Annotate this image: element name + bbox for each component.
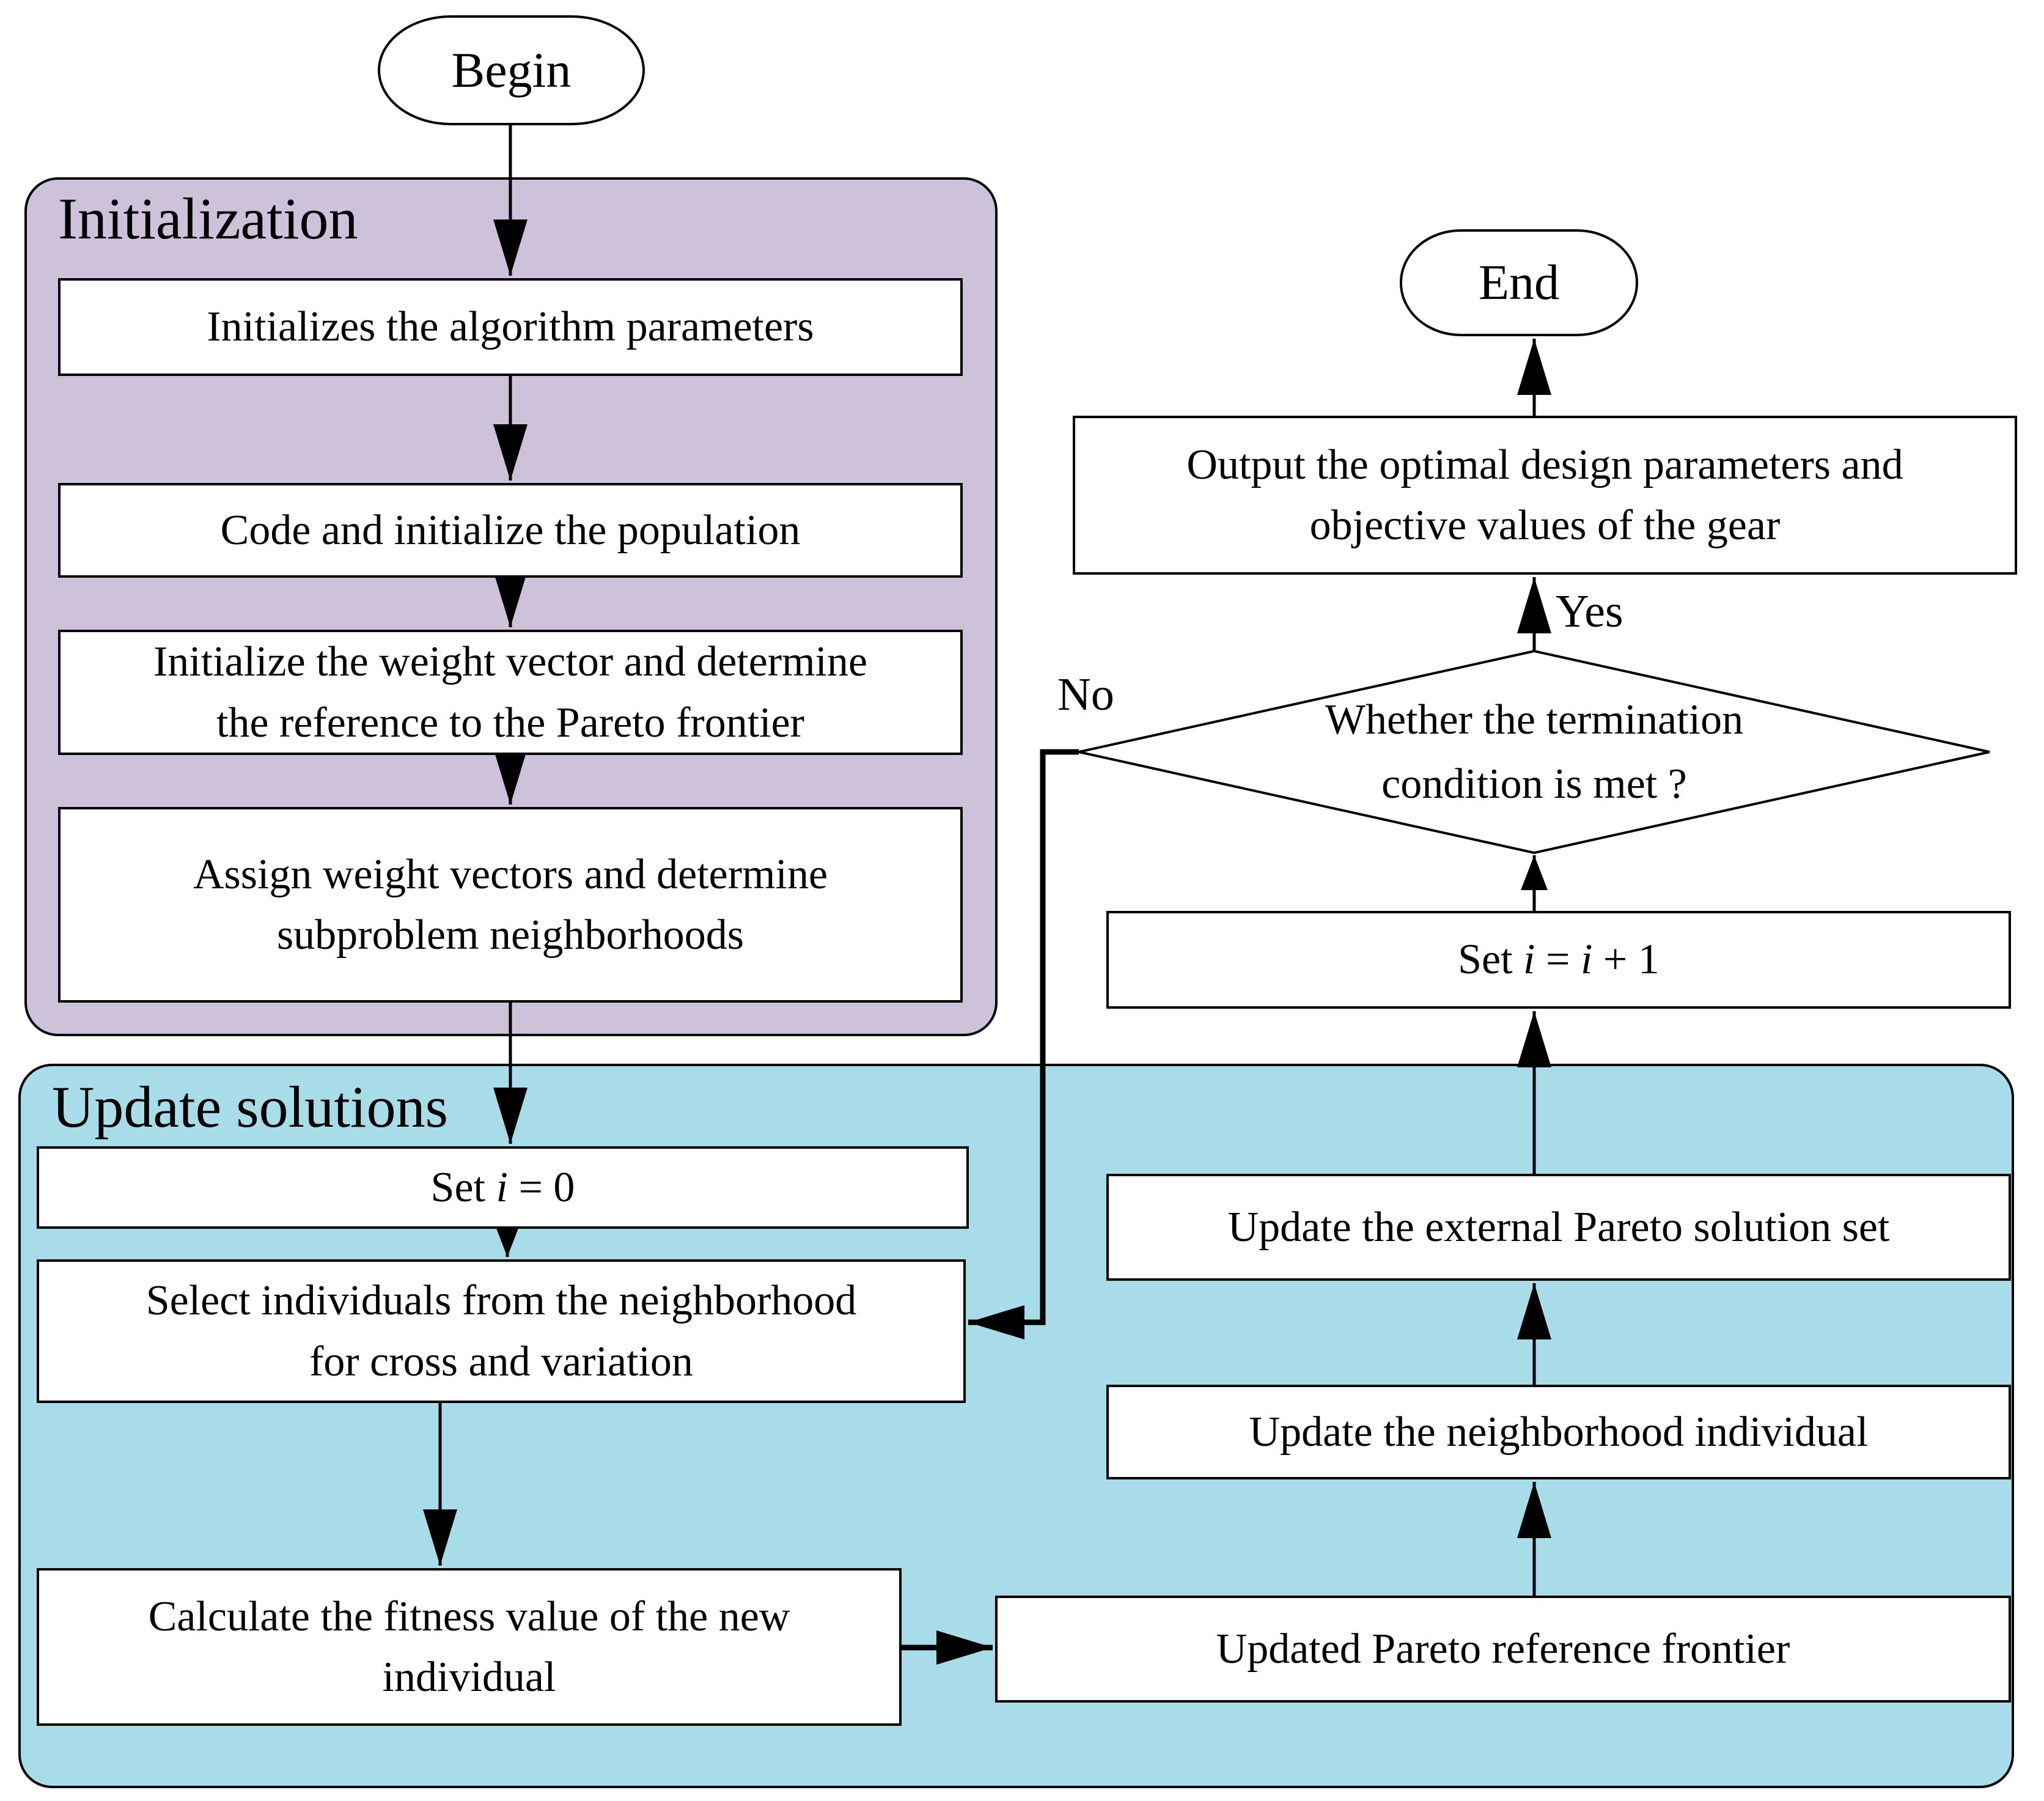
begin-terminal-label: Begin (451, 42, 572, 98)
node-code-initialize-population: Code and initialize the population (58, 483, 963, 578)
no-label: No (1057, 669, 1114, 720)
node-update-neighborhood-individual: Update the neighborhood individual (1106, 1385, 2011, 1479)
node-initialize-algorithm-parameters: Initializes the algorithm parameters (58, 278, 963, 376)
node-update-external-pareto-set: Update the external Pareto solution set (1106, 1174, 2011, 1281)
node-updated-pareto-reference-frontier: Updated Pareto reference frontier (995, 1596, 2011, 1703)
node-output-results: Output the optimal design parameters and… (1073, 416, 2017, 575)
begin-terminal: Begin (378, 15, 645, 125)
decision-termination-diamond (1078, 649, 1990, 855)
node-set-i-increment: Set i = i + 1 (1106, 911, 2011, 1009)
node-set-i-zero: Set i = 0 (37, 1146, 969, 1229)
arrow-decision-no-to-select (968, 749, 1079, 1339)
end-terminal-label: End (1478, 254, 1560, 311)
node-select-individuals: Select individuals from the neighborhood… (37, 1259, 966, 1403)
update-solutions-panel-label: Update solutions (52, 1074, 448, 1140)
node-set-i-zero-label: Set i = 0 (430, 1163, 575, 1211)
decision-termination-text: Whether the termination condition is met… (1325, 696, 1744, 808)
initialization-panel-label: Initialization (58, 186, 358, 251)
end-terminal: End (1400, 229, 1638, 336)
node-calculate-fitness: Calculate the fitness value of the new i… (37, 1568, 902, 1726)
yes-label: Yes (1556, 586, 1623, 637)
node-set-i-increment-label: Set i = i + 1 (1458, 936, 1660, 984)
node-assign-weight-vectors: Assign weight vectors and determine subp… (58, 807, 963, 1003)
node-initialize-weight-vector: Initialize the weight vector and determi… (58, 630, 963, 755)
